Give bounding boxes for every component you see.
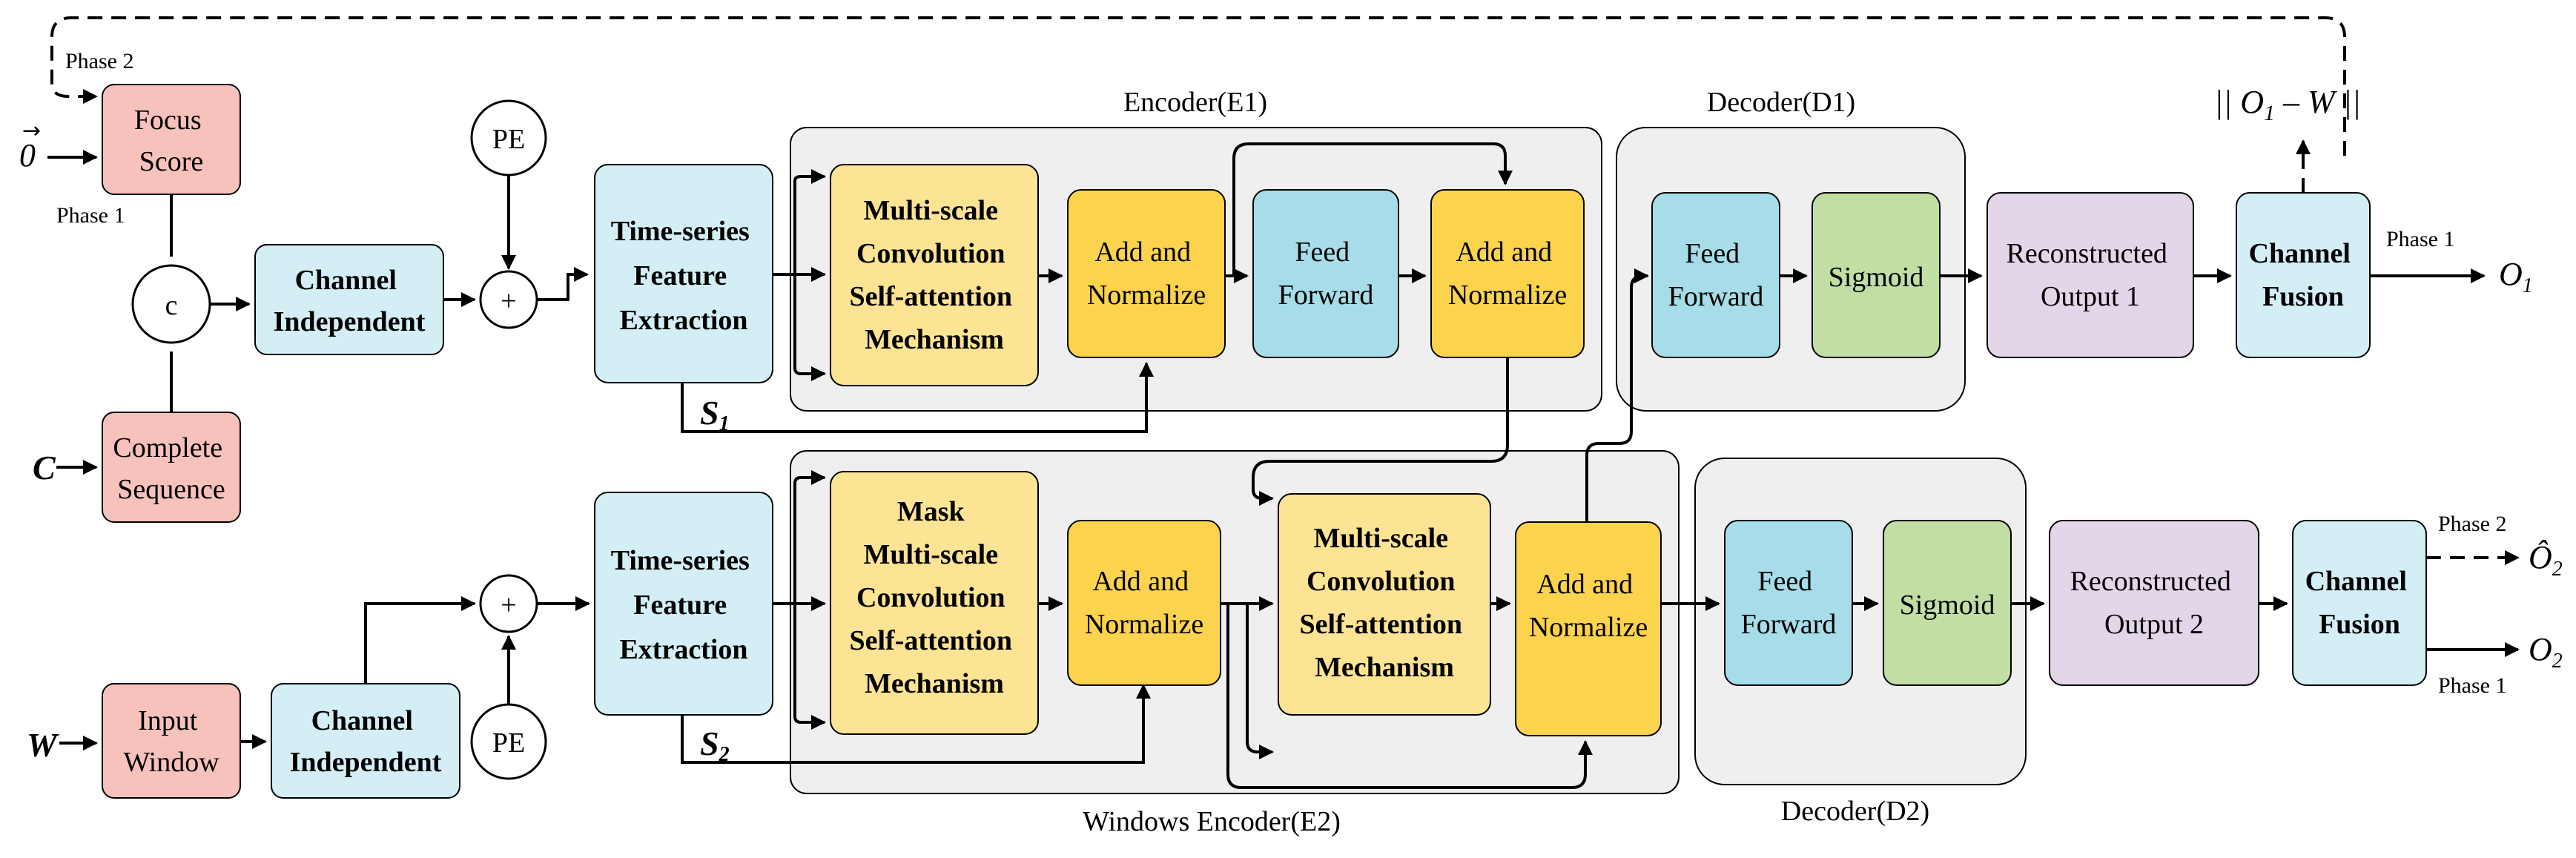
- d2-reconstructed-label: Reconstructed Output 2: [2070, 566, 2239, 640]
- pe-bot-label: PE: [492, 727, 525, 759]
- e2-mask-msc-label: Mask Multi-scale Convolution Self-attent…: [849, 496, 1019, 699]
- d2-sigmoid-label: Sigmoid: [1900, 590, 1995, 621]
- plus-bot-label: +: [501, 590, 516, 621]
- focus-score-box: [102, 84, 241, 195]
- s2-label: S2: [700, 725, 730, 766]
- decoder2-title: Decoder(D2): [1781, 796, 1929, 827]
- pe-top-label: PE: [492, 124, 525, 155]
- channel-independent-top-box: [254, 244, 444, 355]
- plus-top-label: +: [501, 286, 516, 317]
- input-w: W: [27, 726, 59, 764]
- e2-residual-skip: [1226, 604, 1593, 789]
- input-window-box: [102, 683, 241, 799]
- focus-score-label: Focus Score: [134, 105, 208, 177]
- d1-fusion-label: Channel Fusion: [2249, 238, 2358, 312]
- input-o-vector: 0: [19, 137, 36, 174]
- e1-addnorm1-box: [1067, 189, 1226, 358]
- d2-feedforward-label: Feed Forward: [1741, 566, 1837, 640]
- ci-to-plus-bot-path: [364, 596, 476, 684]
- tsfe-top-to-msc-low: [793, 274, 826, 381]
- e1-feedforward-label: Feed Forward: [1278, 237, 1374, 311]
- loss-label: || O1 – W ||: [2214, 84, 2361, 125]
- e2-msc2-label: Multi-scale Convolution Self-attention M…: [1299, 523, 1469, 683]
- complete-sequence-box: [102, 412, 241, 523]
- channel-independent-bot-box: [271, 683, 460, 799]
- e1-addnorm2-label: Add and Normalize: [1448, 237, 1567, 311]
- complete-sequence-label: Complete Sequence: [113, 432, 229, 505]
- d1-feedforward-box: [1651, 192, 1780, 358]
- tsfe-bot-to-msc-branch: [773, 470, 826, 605]
- s2-skip-path: [681, 684, 1151, 764]
- decoder1-title: Decoder(D1): [1707, 87, 1855, 118]
- input-c: C: [33, 449, 56, 486]
- channel-independent-top-label: Channel Independent: [274, 265, 426, 337]
- e2-addnorm2-label: Add and Normalize: [1529, 569, 1648, 643]
- encoder1-title: Encoder(E1): [1123, 87, 1267, 118]
- e2-an1-to-msc2-low: [1246, 604, 1274, 759]
- phase2-o2hat-label: Phase 2: [2438, 512, 2507, 536]
- e1-to-e2-msc2-path: [1252, 357, 1509, 506]
- o2-label: O2: [2529, 631, 2563, 673]
- phase1-o1-label: Phase 1: [2386, 227, 2455, 251]
- phase2-feedback-dashed: [50, 16, 2346, 156]
- d2-fusion-label: Channel Fusion: [2305, 566, 2414, 640]
- e2-addnorm1-label: Add and Normalize: [1085, 566, 1203, 640]
- o2hat-label: Ô2: [2529, 539, 2563, 581]
- concat-label: c: [165, 290, 178, 321]
- tsfe-top-label: Time-series Feature Extraction: [611, 216, 757, 336]
- d1-reconstructed-box: [1987, 192, 2194, 358]
- e1-residual-skip: [1232, 142, 1513, 276]
- e1-addnorm2-box: [1430, 189, 1585, 358]
- encoder2-title: Windows Encoder(E2): [1083, 806, 1341, 837]
- phase1-left-label: Phase 1: [56, 203, 125, 228]
- d2-reconstructed-box: [2049, 520, 2259, 686]
- s1-skip-path: [681, 362, 1154, 433]
- input-window-label: Input Window: [123, 705, 219, 778]
- e2-addnorm1-box: [1067, 520, 1221, 686]
- d1-fusion-box: [2236, 192, 2371, 358]
- phase1-o2-label: Phase 1: [2438, 673, 2507, 698]
- channel-independent-bot-label: Channel Independent: [290, 705, 442, 778]
- e1-msc-label: Multi-scale Convolution Self-attention M…: [849, 195, 1019, 355]
- s1-label: S1: [700, 394, 730, 435]
- e2-to-d1-path: [1585, 268, 1649, 522]
- d1-sigmoid-label: Sigmoid: [1829, 262, 1924, 293]
- d1-reconstructed-label: Reconstructed Output 1: [2007, 238, 2175, 312]
- o1-label: O1: [2499, 256, 2533, 297]
- d2-feedforward-box: [1724, 520, 1853, 686]
- tsfe-top-to-msc-branch: [773, 169, 826, 276]
- d2-fusion-box: [2292, 520, 2427, 686]
- vector-arrow-glyph: →: [22, 118, 41, 144]
- pe-bot-node: [470, 703, 547, 780]
- e1-feedforward-box: [1252, 189, 1399, 358]
- e2-addnorm2-box: [1515, 521, 1662, 736]
- d1-feedforward-label: Feed Forward: [1668, 238, 1764, 312]
- phase2-top-label: Phase 2: [65, 49, 134, 73]
- e1-addnorm1-label: Add and Normalize: [1087, 237, 1206, 311]
- tsfe-bot-label: Time-series Feature Extraction: [611, 545, 757, 665]
- tsfe-bot-to-msc-low: [793, 604, 826, 730]
- plus-to-tsfe-top-arrow: [537, 267, 589, 301]
